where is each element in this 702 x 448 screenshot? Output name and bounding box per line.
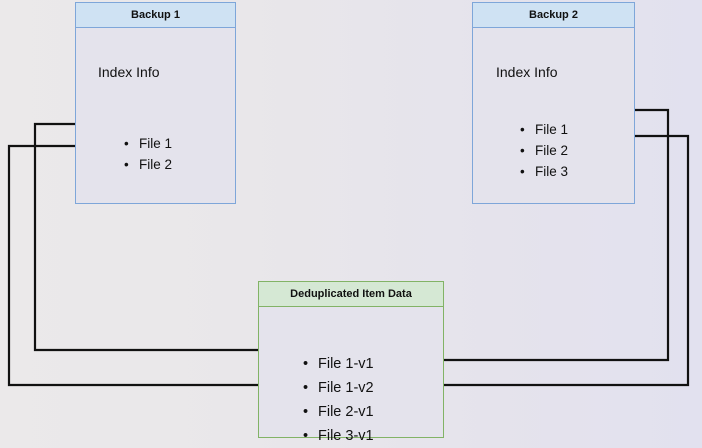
backup-2-file-list: File 1 File 2 File 3 [520,119,568,182]
backup-1-title: Backup 1 [76,3,235,28]
backup-2-node[interactable]: Backup 2 Index Info File 1 File 2 File 3 [472,2,635,204]
list-item[interactable]: File 2 [124,154,172,175]
list-item[interactable]: File 2 [520,140,568,161]
deduplicated-item-data-node[interactable]: Deduplicated Item Data File 1-v1 File 1-… [258,281,444,448]
dedup-item-list: File 1-v1 File 1-v2 File 2-v1 File 3-v1 [303,352,374,448]
list-item[interactable]: File 1-v1 [303,352,374,376]
list-item[interactable]: File 1-v2 [303,376,374,400]
backup-1-file-list: File 1 File 2 [124,133,172,175]
backup-1-index-label: Index Info [98,64,160,80]
backup-1-node[interactable]: Backup 1 Index Info File 1 File 2 [75,2,236,204]
dedup-body: File 1-v1 File 1-v2 File 2-v1 File 3-v1 [259,307,443,448]
dedup-title: Deduplicated Item Data [259,282,443,307]
list-item[interactable]: File 3 [520,161,568,182]
list-item[interactable]: File 3-v1 [303,424,374,448]
backup-2-body: Index Info File 1 File 2 File 3 [473,28,634,204]
list-item[interactable]: File 2-v1 [303,400,374,424]
backup-2-title: Backup 2 [473,3,634,28]
list-item[interactable]: File 1 [520,119,568,140]
list-item[interactable]: File 1 [124,133,172,154]
backup-1-body: Index Info File 1 File 2 [76,28,235,204]
backup-2-index-label: Index Info [496,64,558,80]
